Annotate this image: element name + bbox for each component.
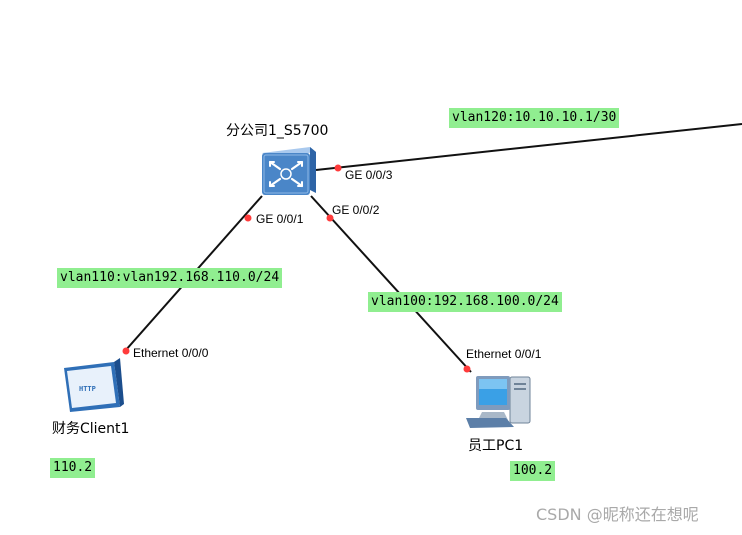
port-dot-ge001[interactable] [244,214,252,222]
vlan-tag-uplink: vlan120:10.10.10.1/30 [449,108,620,128]
vlan-tag-client: vlan110:vlan192.168.110.0/24 [57,268,283,288]
link-uplink [315,123,742,171]
port-label-ge001: GE 0/0/1 [256,212,304,226]
port-label-ge002: GE 0/0/2 [332,203,380,217]
pc-icon[interactable] [466,376,531,428]
client-name: 财务Client1 [52,421,130,437]
switch-icon[interactable] [262,147,316,195]
http-icon-text: HTTP [79,385,96,393]
port-dot-ge002[interactable] [326,214,334,222]
http-client-icon[interactable]: HTTP [64,358,124,412]
vlan-tag-pc: vlan100:192.168.100.0/24 [368,292,562,312]
port-label-ge003: GE 0/0/3 [345,168,393,182]
port-label-pc-eth: Ethernet 0/0/1 [466,347,542,361]
ip-tag-client: 110.2 [50,458,96,478]
ip-tag-pc: 100.2 [510,461,556,481]
pc-name: 员工PC1 [468,438,524,454]
watermark: CSDN @昵称还在想呢 [536,505,699,524]
port-dot-ge003[interactable] [334,164,342,172]
port-dot-pc-eth[interactable] [463,365,471,373]
link-pc [310,195,472,373]
switch-name: 分公司1_S5700 [226,123,329,139]
port-dot-client-eth[interactable] [122,347,130,355]
port-label-client-eth: Ethernet 0/0/0 [133,346,209,360]
